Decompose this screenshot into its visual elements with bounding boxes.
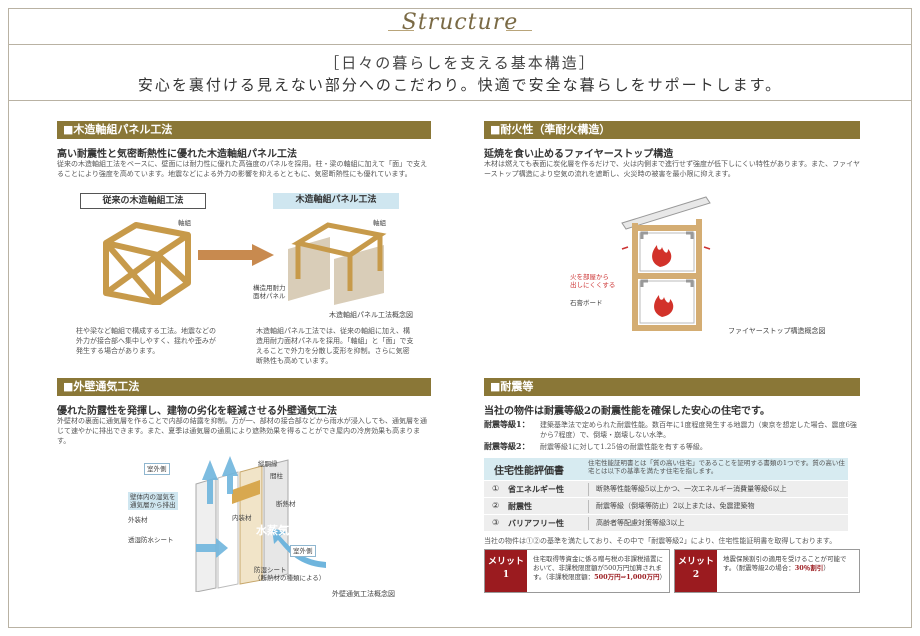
interior-tag: 内装材 <box>232 514 252 522</box>
wall-ventilation-diagram <box>195 456 326 592</box>
merit-2-body: 地震保険割引の適用を受けることが可能です。（耐震等級2の場合： <box>723 555 847 572</box>
merit-2-box: メリット 2 地震保険割引の適用を受けることが可能です。（耐震等級2の場合：30… <box>674 549 860 593</box>
stud-tag: 間柱 <box>270 472 283 480</box>
row-value: 高齢者等配慮対策等級3以上 <box>596 519 685 527</box>
header-divider-bottom <box>8 100 912 101</box>
logo-rule-left <box>388 30 414 31</box>
vapor-barrier-tag: 防湿シート （断熱材の種類による） <box>254 566 326 582</box>
row-name: 省エネルギー性 <box>508 484 564 494</box>
frame-tag-left: 軸組 <box>178 219 191 227</box>
structure-logo: Structure <box>401 10 519 35</box>
ventilation-caption: 外壁通気工法概念図 <box>332 590 395 598</box>
outdoor-side-tag-1: 室外側 <box>144 463 170 475</box>
logo-rule-right <box>506 30 532 31</box>
header-divider <box>8 44 912 45</box>
conventional-frame-diagram <box>103 222 191 305</box>
table-row: ② 耐震性 耐震等級（倒壊等防止）2以上または、免震建築物 <box>484 498 848 515</box>
merit-1-badge: メリット 1 <box>485 550 527 592</box>
outdoor-side-tag-2: 室外側 <box>290 545 316 557</box>
row-value: 断熱等性能等級5以上かつ、一次エネルギー消費量等級6以上 <box>596 485 787 493</box>
page-frame <box>8 8 912 628</box>
grade1-label: 耐震等級1： <box>484 419 530 429</box>
panel-material-tag: 構造用耐力 面材パネル <box>253 284 286 300</box>
merit-1-body: 住宅取得等資金に係る贈与税の非課税措置において、非課税限度額が500万円加算され… <box>533 555 663 581</box>
grade2-text: 耐震等級1に対して1.25倍の耐震性能を有する等級。 <box>540 443 707 451</box>
merit-1-text: 住宅取得等資金に係る贈与税の非課税措置において、非課税限度額が500万円加算され… <box>533 555 667 582</box>
row-name: バリアフリー性 <box>508 518 564 528</box>
furring-tag: 縦胴縁 <box>258 460 278 468</box>
fire-resistance-title: 延焼を食い止めるファイヤーストップ構造 <box>484 149 674 160</box>
panel-method-title: 高い耐震性と気密断熱性に優れた木造軸組パネル工法 <box>57 149 297 160</box>
ventilation-heading: ■外壁通気工法 <box>57 378 431 396</box>
merit-2-end: ） <box>823 564 830 572</box>
gypsum-board-tag: 石膏ボード <box>570 299 603 307</box>
performance-title: 住宅性能評価書 <box>494 466 564 477</box>
performance-header-bg <box>484 458 848 480</box>
merit-2-badge: メリット 2 <box>675 550 717 592</box>
merit-2-highlight: 30％割引 <box>794 564 824 572</box>
row-number: ① <box>492 484 500 493</box>
arrow-right-icon <box>198 244 274 266</box>
fire-stop-tag: 火を部屋から 出しにくくする <box>570 273 616 289</box>
merit-1-box: メリット 1 住宅取得等資金に係る贈与税の非課税措置において、非課税限度額が50… <box>484 549 670 593</box>
seismic-title: 当社の物件は耐震等級2の耐震性能を確保した安心の住宅です。 <box>484 406 770 417</box>
seismic-note: 当社の物件は①②の基準を満たしており、その中で「耐震等級2」により、住宅性能証明… <box>484 537 837 545</box>
fire-stop-caption: ファイヤーストップ構造概念図 <box>728 327 826 335</box>
table-row: ③ バリアフリー性 高齢者等配慮対策等級3以上 <box>484 515 848 532</box>
siding-tag: 外装材 <box>128 516 148 524</box>
fire-stop-diagram <box>621 196 711 331</box>
panel-method-caption: 木造軸組パネル工法概念図 <box>329 311 413 319</box>
membrane-tag: 透湿防水シート <box>128 536 174 544</box>
row-number: ③ <box>492 518 500 527</box>
panel-method-label: 木造軸組パネル工法 <box>273 193 399 209</box>
performance-desc: 住宅性能証明書とは「質の高い住宅」であることを証明する書類の1つです。質の高い住… <box>588 459 845 475</box>
insulation-tag: 断熱材 <box>276 500 296 508</box>
page-subtitle: ［日々の暮らしを支える基本構造］ <box>324 54 596 72</box>
page-tagline: 安心を裏付ける見えない部分へのこだわり。快適で安全な暮らしをサポートします。 <box>137 76 783 94</box>
panel-method-body: 従来の木造軸組工法をベースに、壁面には耐力性に優れた高強度のパネルを採用。柱・梁… <box>57 160 428 178</box>
conventional-method-label: 従来の木造軸組工法 <box>80 193 206 209</box>
ventilation-title: 優れた防露性を発揮し、建物の劣化を軽減させる外壁通気工法 <box>57 406 337 417</box>
table-row: ① 省エネルギー性 断熱等性能等級5以上かつ、一次エネルギー消費量等級6以上 <box>484 481 848 498</box>
flame-icon <box>652 245 674 317</box>
frame-tag-right: 軸組 <box>373 219 386 227</box>
panel-method-desc: 木造軸組パネル工法では、従来の軸組に加え、構造用耐力面材パネルを採用。「軸組」と… <box>256 327 414 365</box>
row-name: 耐震性 <box>508 501 532 511</box>
fire-resistance-heading: ■耐火性（準耐火構造） <box>484 121 860 139</box>
moisture-exhaust-tag: 壁体内の湿気を 通気層から排出 <box>128 492 178 510</box>
merit-1-highlight: 500万円⇒1,000万円 <box>594 573 660 581</box>
panel-frame-diagram <box>288 222 387 305</box>
grade2-label: 耐震等級2： <box>484 441 530 451</box>
panel-method-heading: ■木造軸組パネル工法 <box>57 121 431 139</box>
seismic-heading: ■耐震等 <box>484 378 860 396</box>
conventional-method-desc: 柱や梁など軸組で構成する工法。地震などの外力が接合部へ集中しやすく、揺れや歪みが… <box>76 327 216 355</box>
fire-resistance-body: 木材は燃えても表面に炭化層を作るだけで、火は内側まで進行せず強度が低下しにくい特… <box>484 160 860 178</box>
row-number: ② <box>492 501 500 510</box>
vapor-label: 水蒸気 <box>256 524 289 537</box>
ventilation-body: 外壁材の裏面に通気層を作ることで内部の結露を抑制。万が一、部材の接合部などから雨… <box>57 417 428 445</box>
merit-1-end: ） <box>659 573 666 581</box>
grade1-text: 建築基準法で定められた耐震性能。数百年に1度程度発生する地震力（東京を想定した場… <box>540 421 857 439</box>
merit-2-text: 地震保険割引の適用を受けることが可能です。（耐震等級2の場合：30％割引） <box>723 555 857 573</box>
row-value: 耐震等級（倒壊等防止）2以上または、免震建築物 <box>596 502 755 510</box>
